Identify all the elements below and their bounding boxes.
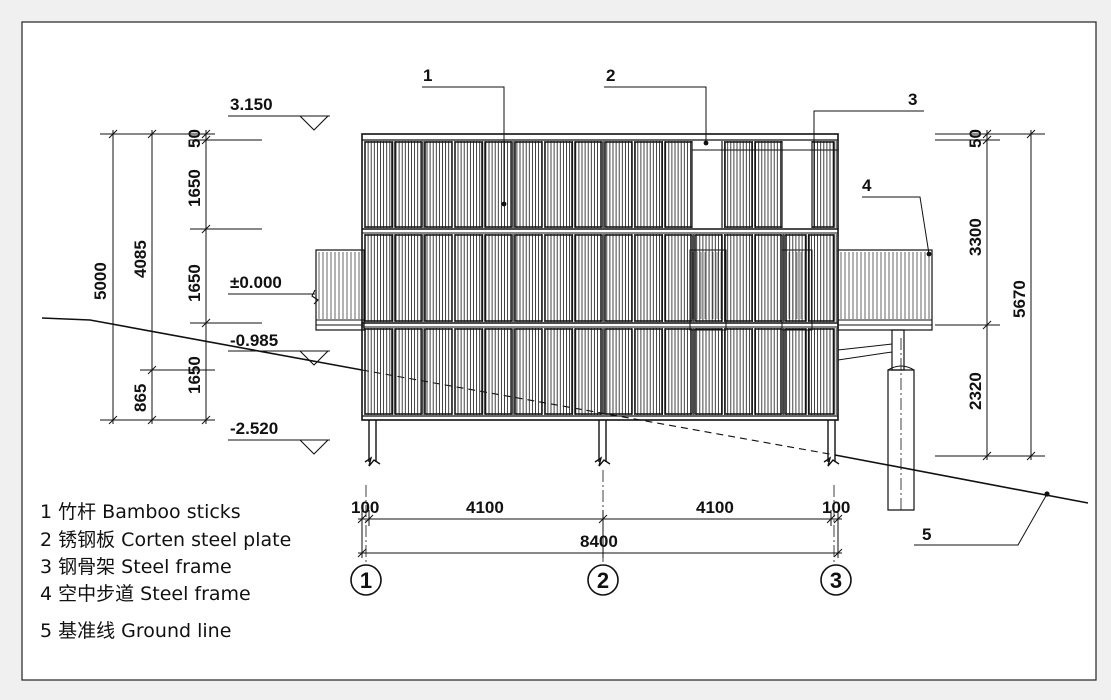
axis-bubble-2: 2 — [587, 564, 619, 596]
corten-steel-plate — [692, 141, 722, 228]
level-bottom: -2.520 — [230, 419, 278, 438]
dim-right-upper: 3300 — [966, 218, 985, 256]
axis-bubble-3: 3 — [820, 564, 852, 596]
level-zero: ±0.000 — [230, 273, 282, 292]
level-top: 3.150 — [230, 95, 273, 114]
dim-right-overall: 5670 — [1010, 280, 1029, 318]
right-dimensions — [935, 129, 1045, 461]
drawing-frame — [21, 21, 1097, 681]
legend-item-2: 2 锈钢板 Corten steel plate — [40, 529, 291, 551]
callout-4: 4 — [862, 176, 872, 195]
level-markers — [228, 115, 330, 455]
dim-overall-height: 5000 — [91, 262, 110, 300]
dim-right-top: 50 — [966, 129, 985, 148]
dim-upper-height: 4085 — [131, 240, 150, 278]
svg-text:3: 3 — [830, 568, 842, 593]
dim-top-seg: 50 — [185, 129, 204, 148]
dim-lower-height: 865 — [131, 384, 150, 412]
callout-leaders — [422, 86, 1048, 546]
callout-5: 5 — [922, 525, 931, 544]
axis-bubble-1: 1 — [350, 564, 382, 596]
steel-piles — [364, 420, 840, 467]
legend-item-1: 1 竹杆 Bamboo sticks — [40, 501, 241, 523]
dim-right-span: 4100 — [696, 498, 734, 517]
level-mid: -0.985 — [230, 331, 278, 350]
dim-left-span: 4100 — [466, 498, 504, 517]
dim-left-edge: 100 — [351, 498, 379, 517]
ground-line — [41, 317, 363, 371]
dim-total: 8400 — [580, 532, 618, 551]
dim-seg-2: 1650 — [185, 264, 204, 302]
skywalk-left — [315, 249, 365, 331]
legend-item-4: 4 空中步道 Steel frame — [40, 583, 251, 605]
svg-text:2: 2 — [597, 568, 609, 593]
svg-text:1: 1 — [360, 568, 372, 593]
dim-seg-1: 1650 — [185, 169, 204, 207]
legend-item-5: 5 基准线 Ground line — [40, 620, 231, 642]
bamboo-facade — [361, 133, 839, 421]
left-dimensions — [100, 129, 262, 425]
dim-right-edge: 100 — [822, 498, 850, 517]
bottom-dimensions — [357, 510, 843, 558]
dim-right-lower: 2320 — [966, 372, 985, 410]
legend-item-3: 3 钢骨架 Steel frame — [40, 556, 232, 578]
dim-seg-3: 1650 — [185, 356, 204, 394]
callout-3: 3 — [908, 90, 917, 109]
legend: 1 竹杆 Bamboo sticks 2 锈钢板 Corten steel pl… — [40, 501, 291, 642]
callout-2: 2 — [606, 66, 615, 85]
ground-line-hidden — [361, 369, 836, 456]
callout-1: 1 — [423, 66, 432, 85]
